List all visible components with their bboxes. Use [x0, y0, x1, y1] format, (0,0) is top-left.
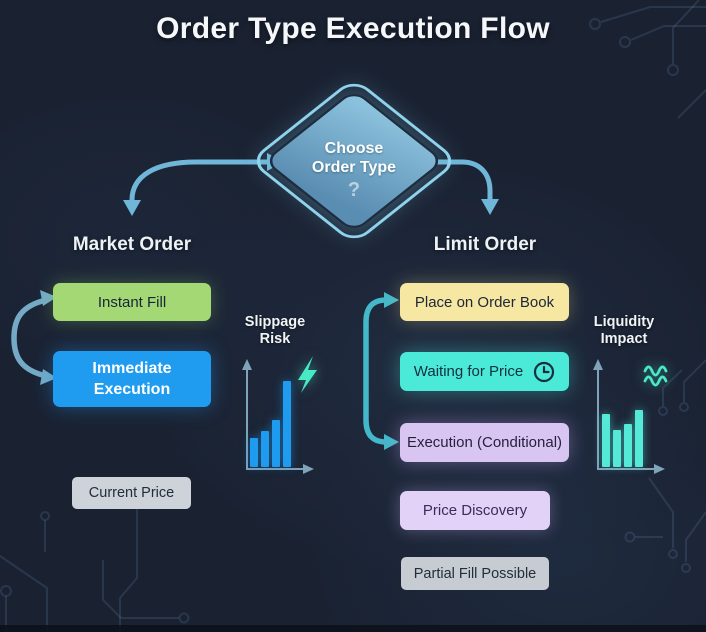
waiting-for-price-box: Waiting for Price	[400, 352, 569, 391]
decision-diamond	[256, 83, 452, 239]
lightning-bolt-icon	[298, 356, 317, 393]
bottom-edge-shade	[0, 625, 706, 632]
liquidity-impact-bar	[602, 414, 610, 467]
slippage-risk-bar	[261, 431, 269, 467]
immediate-execution-box: Immediate Execution	[53, 351, 211, 407]
slippage-risk-bar	[272, 420, 280, 467]
slippage-risk-bar	[250, 438, 258, 467]
waves-icon	[643, 365, 668, 387]
price-discovery-box: Price Discovery	[400, 491, 550, 530]
liquidity-impact-bar	[613, 430, 621, 467]
liquidity-chart-axes	[593, 359, 665, 474]
loop-arrow-market	[11, 290, 57, 385]
clock-icon	[534, 361, 555, 382]
current-price-box: Current Price	[72, 477, 191, 509]
slippage-risk-bars	[250, 379, 291, 467]
market-order-heading: Market Order	[72, 234, 192, 255]
liquidity-impact-bar	[635, 410, 643, 467]
slippage-risk-label: Slippage Risk	[244, 314, 306, 347]
decision-diamond-label: Choose Order Type	[311, 140, 397, 176]
execution-conditional-box: Execution (Conditional)	[400, 423, 569, 462]
slippage-chart-axes	[242, 359, 314, 474]
place-on-order-book-box: Place on Order Book	[400, 283, 569, 321]
bracket-arrow-limit	[363, 292, 399, 450]
partial-fill-possible-box: Partial Fill Possible	[401, 557, 549, 590]
slippage-risk-bar	[283, 381, 291, 467]
limit-order-heading: Limit Order	[433, 234, 537, 255]
liquidity-impact-bar	[624, 424, 632, 467]
flow-arrow-to-limit	[430, 159, 499, 215]
instant-fill-box: Instant Fill	[53, 283, 211, 321]
liquidity-impact-label: Liquidity Impact	[593, 314, 655, 347]
question-mark: ?	[347, 179, 361, 201]
liquidity-impact-bars	[602, 379, 643, 467]
waiting-for-price-label: Waiting for Price	[413, 363, 524, 380]
page-title: Order Type Execution Flow	[156, 12, 550, 45]
